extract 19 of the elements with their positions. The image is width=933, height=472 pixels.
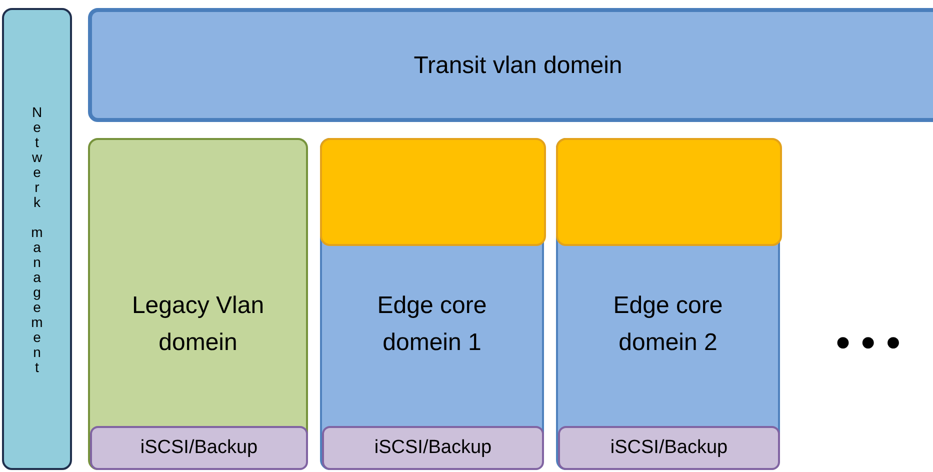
domain-column: [320, 138, 544, 470]
domain-column: [556, 138, 780, 470]
ellipsis-mark: • • •: [836, 320, 900, 367]
storage-box: [90, 426, 308, 470]
header-box: [320, 138, 546, 246]
node-label: iSCSI/Backup: [374, 437, 492, 459]
side-band: [2, 8, 72, 470]
node-label: Netwerk management: [30, 104, 44, 374]
node-label: Edge core domein 1: [376, 291, 488, 358]
domain-column: [88, 138, 308, 470]
node-label: Edge core domein 2: [612, 291, 724, 358]
storage-box: [322, 426, 544, 470]
domain-band: [88, 8, 933, 122]
node-label: iSCSI/Backup: [610, 437, 728, 459]
node-label: Transit vlan domein: [414, 50, 622, 80]
storage-box: [558, 426, 780, 470]
node-label: iSCSI/Backup: [140, 437, 258, 459]
node-label: Legacy Vlan domein: [130, 291, 266, 358]
header-box: [556, 138, 782, 246]
